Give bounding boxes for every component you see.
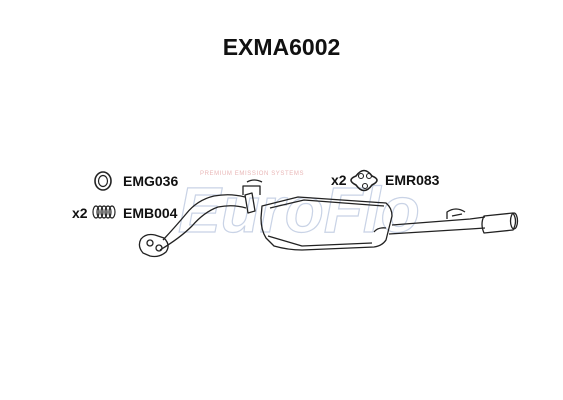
watermark-tagline: PREMIUM EMISSION SYSTEMS: [200, 171, 305, 177]
exhaust-assembly: [138, 179, 519, 258]
watermark-brand: EuroFlo: [178, 174, 420, 246]
part-qty-emb004: x2: [72, 205, 88, 221]
part-qty-emr083: x2: [331, 172, 347, 188]
rubber-mount-icon: [350, 169, 378, 192]
part-code-emr083: EMR083: [385, 172, 440, 188]
gasket-ring-icon: [94, 171, 112, 191]
part-code-emg036: EMG036: [123, 173, 179, 189]
part-number-title: EXMA6002: [222, 34, 341, 60]
spring-icon: [92, 205, 116, 219]
part-code-emb004: EMB004: [123, 205, 178, 221]
